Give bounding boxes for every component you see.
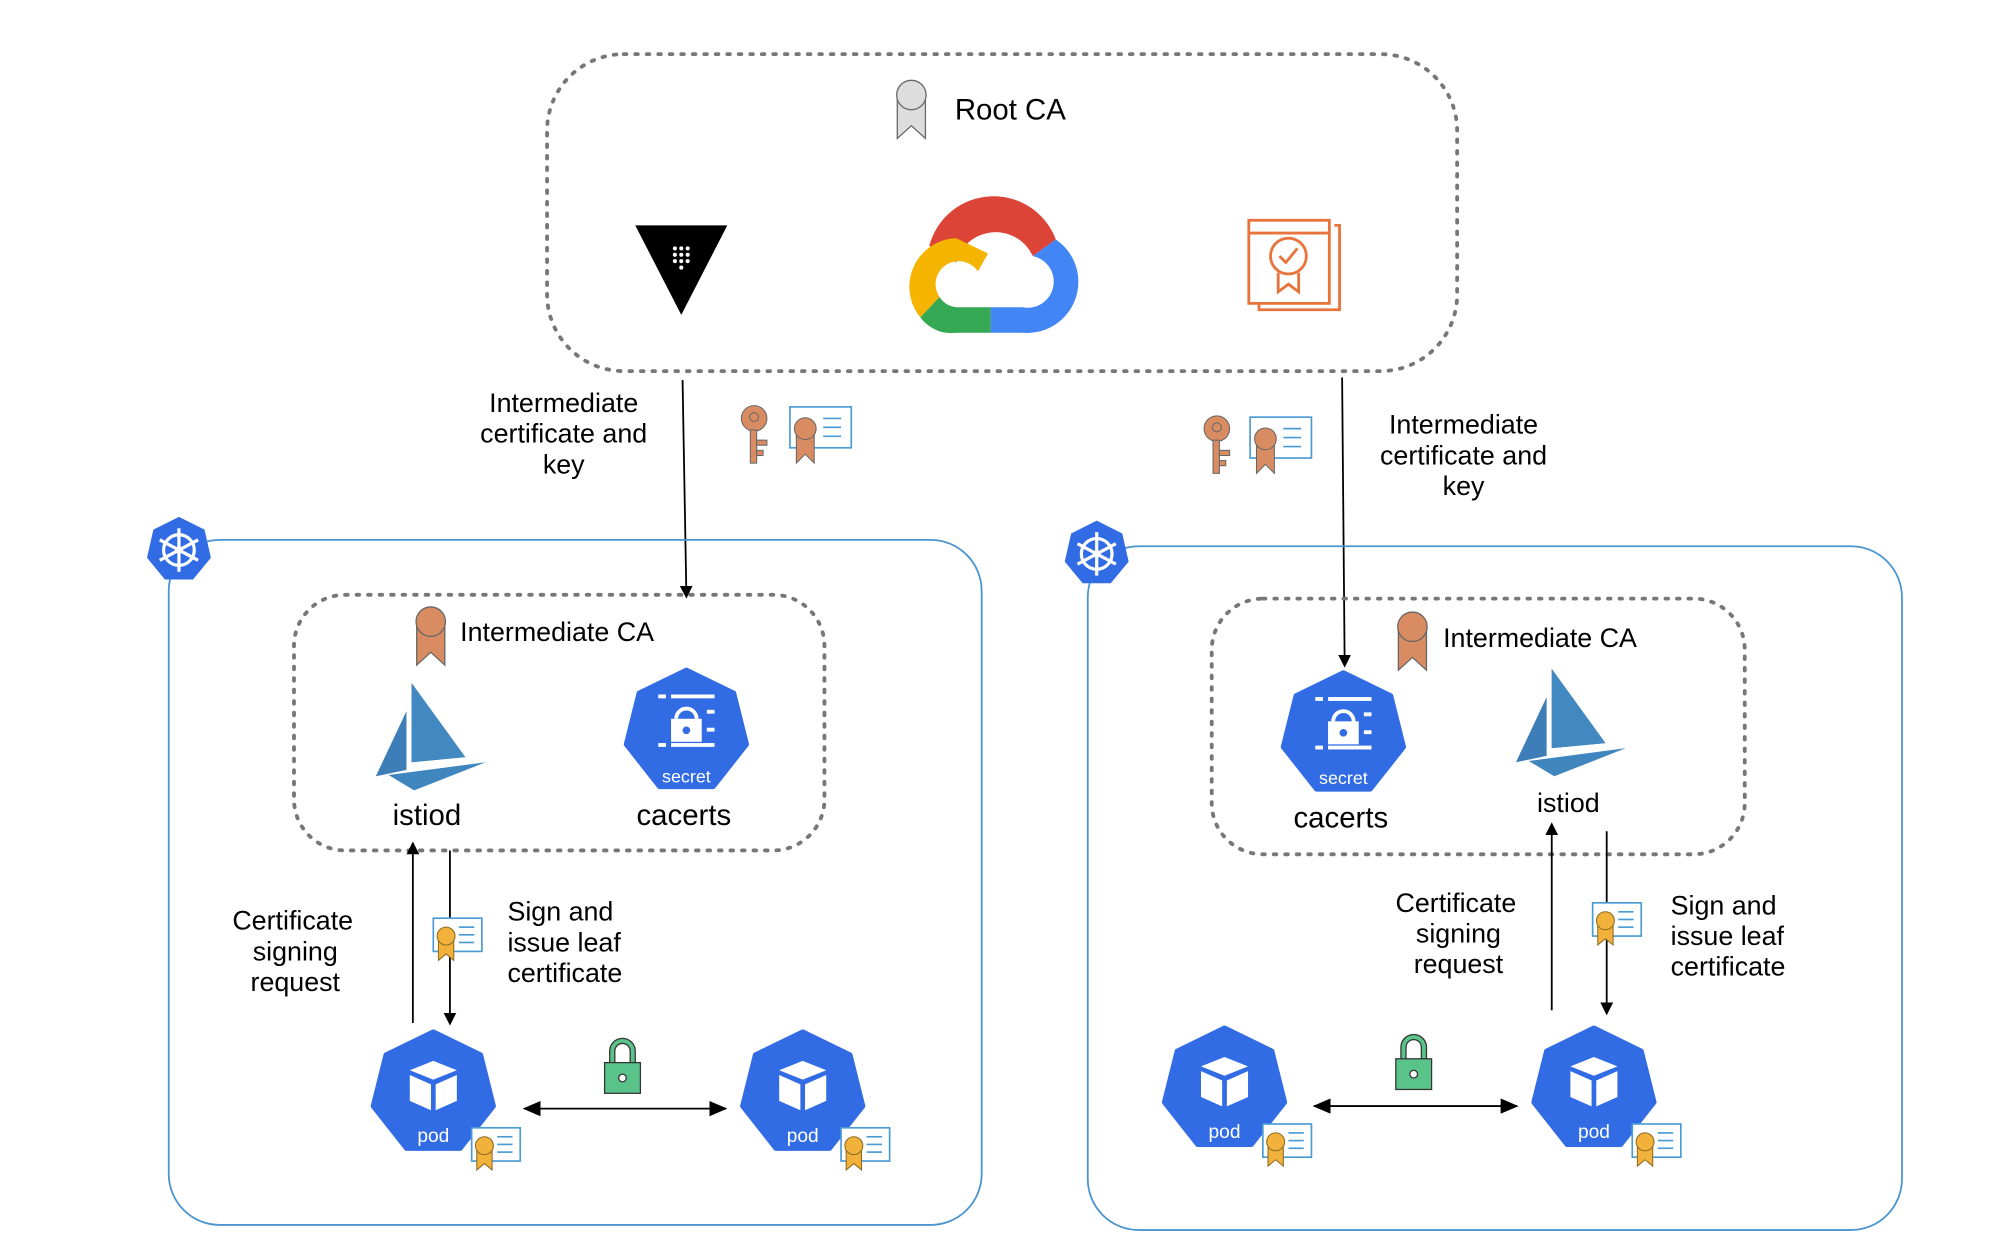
pod: pod [743,1032,891,1171]
leaf-certificate-icon [1262,1123,1313,1167]
svg-text:Intermediate: Intermediate [489,388,638,418]
svg-text:certificate and: certificate and [1380,440,1547,470]
svg-text:certificate: certificate [1671,952,1786,982]
leaf-certificate-icon [1591,902,1643,946]
pod: pod [373,1032,522,1171]
cacerts-label: cacerts [636,799,731,832]
svg-text:certificate and: certificate and [480,419,647,449]
intermediate-transfer-arrow-left [679,380,693,599]
vault-icon [635,225,728,315]
svg-text:pod: pod [1209,1122,1241,1143]
svg-text:request: request [251,967,341,997]
leaf-certificate-icon [1631,1123,1682,1167]
intermediate-certificate-icon [1249,416,1313,475]
csr-label: Certificate signing request [1395,888,1516,979]
svg-text:key: key [543,449,585,479]
kubernetes-icon [145,515,213,582]
svg-text:request: request [1414,949,1504,979]
root-ca-badge-icon [896,79,927,140]
istio-icon [375,682,486,791]
istiod-label: istiod [393,799,462,832]
key-icon [1203,415,1231,474]
istio-icon [1515,668,1626,777]
certificate-authority-icon [1247,218,1341,312]
csr-label: Certificate signing request [232,906,353,997]
intermediate-ca-boundary [292,592,827,853]
svg-text:Sign and: Sign and [1671,890,1777,920]
svg-text:pod: pod [1578,1122,1610,1143]
intermediate-ca-badge-icon [415,606,447,666]
svg-text:certificate: certificate [507,958,622,988]
svg-text:issue leaf: issue leaf [507,927,621,957]
sign-label: Sign and issue leaf certificate [1671,890,1786,981]
svg-text:issue leaf: issue leaf [1671,921,1785,951]
svg-text:Certificate: Certificate [232,906,353,936]
intermediate-certificate-icon [789,406,853,464]
cacerts-label: cacerts [1293,801,1388,834]
lock-icon [1396,1037,1432,1089]
cluster-boundary [1086,545,1903,1231]
pod: pod [1164,1028,1313,1167]
istiod-label: istiod [1537,788,1600,818]
google-cloud-icon [909,196,1079,334]
pod: pod [1534,1028,1682,1167]
intermediate-ca-boundary [1209,596,1747,857]
root-ca-boundary [545,52,1460,374]
svg-text:Certificate: Certificate [1395,888,1516,918]
secret-badge-label: secret [662,767,711,787]
cluster-right: Intermediate CA secret cacerts istiod Ce… [1063,519,1903,1231]
sign-label: Sign and issue leaf certificate [507,897,622,988]
intermediate-ca-title: Intermediate CA [1443,623,1637,653]
cluster-left: Intermediate CA istiod secret cacerts Ce… [145,515,983,1226]
leaf-certificate-icon [840,1126,891,1171]
svg-text:pod: pod [417,1126,449,1147]
svg-text:signing: signing [253,936,338,966]
root-ca-group: Root CA [545,52,1460,374]
svg-text:signing: signing [1416,918,1501,948]
leaf-certificate-icon [432,917,483,962]
secret-badge-label: secret [1319,768,1368,788]
intermediate-transfer-label-left: Intermediate certificate and key [480,388,647,479]
svg-text:Intermediate: Intermediate [1389,410,1538,440]
leaf-certificate-icon [470,1126,522,1171]
svg-text:key: key [1443,471,1485,501]
cluster-boundary [167,538,983,1226]
svg-text:Sign and: Sign and [507,897,613,927]
key-icon [740,405,768,464]
intermediate-transfer-arrow-right [1338,377,1351,668]
intermediate-ca-badge-icon [1397,611,1428,671]
intermediate-transfer-label-right: Intermediate certificate and key [1380,410,1547,501]
lock-icon [605,1041,641,1093]
kubernetes-icon [1063,519,1131,585]
svg-text:pod: pod [787,1126,819,1147]
root-ca-title: Root CA [955,93,1066,126]
intermediate-ca-title: Intermediate CA [460,617,654,647]
